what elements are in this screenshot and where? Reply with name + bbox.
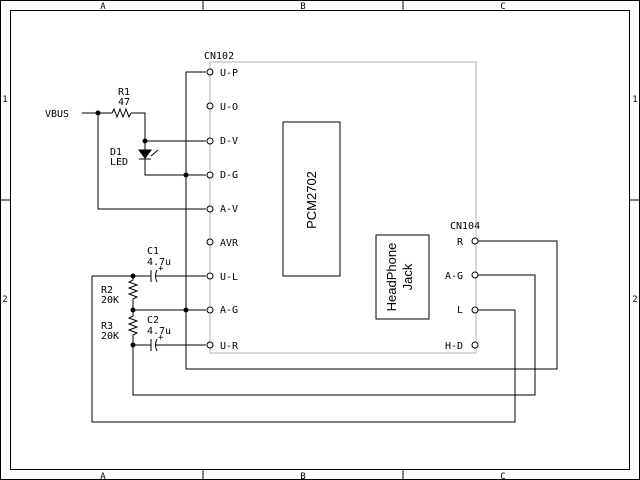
d1-led-symbol	[138, 149, 152, 159]
cn102-pin-u-l: U-L	[220, 272, 238, 283]
frame-row-2-left: 2	[2, 295, 7, 305]
junction-dot	[183, 172, 189, 178]
frame-col-b-bottom: B	[300, 472, 305, 480]
cn104-label: CN104	[450, 221, 480, 232]
headphone-jack-label-line1: HeadPhone	[384, 243, 399, 312]
inner-frame	[10, 10, 630, 470]
cn102-label: CN102	[204, 51, 234, 62]
headphone-jack-label-line2: Jack	[400, 263, 415, 290]
cn104-pin-circle	[471, 271, 479, 279]
cn104-pin-h-d: H-D	[445, 341, 463, 352]
cn102-pin-a-g: A-G	[220, 305, 238, 316]
r1-wire	[131, 112, 146, 141]
r1-ref: R1	[118, 87, 130, 98]
c2-ref: C2	[147, 315, 159, 326]
pcm2702-label: PCM2702	[304, 171, 319, 229]
d1-light-arrow	[150, 149, 159, 157]
cn102-pin-circle	[206, 102, 214, 110]
c1-ref: C1	[147, 246, 159, 257]
vbus-label: VBUS	[45, 109, 69, 120]
vbus-to-a-v-wire	[97, 113, 206, 210]
frame-col-c-top: C	[500, 2, 505, 12]
d1-cathode-wire	[144, 159, 206, 176]
frame-row-1-right: 1	[632, 95, 637, 105]
frame-row-1-left: 1	[2, 95, 7, 105]
d1-ref: D1	[110, 147, 122, 158]
junction-dot	[95, 110, 101, 116]
r1-resistor	[111, 107, 132, 119]
frame-col-a-top: A	[100, 2, 106, 12]
c1-polarity: +	[158, 264, 164, 274]
cn102-pin-u-p: U-P	[220, 68, 238, 79]
c1-plate-right	[155, 269, 158, 283]
cn104-pin-r: R	[457, 237, 464, 248]
cn102-pin-circle	[206, 306, 214, 314]
cn102-pin-circle	[206, 137, 214, 145]
c2-plate-right	[155, 338, 158, 352]
frame-col-b-top: B	[300, 2, 305, 12]
frame-row-2-right: 2	[632, 295, 637, 305]
r1-value: 47	[118, 97, 130, 108]
d1-value: LED	[110, 157, 128, 168]
r2-value: 20K	[101, 295, 119, 306]
c2-value: 4.7u	[147, 326, 171, 337]
frame-col-a-bottom: A	[100, 472, 106, 480]
cn102-pin-a-v: A-V	[220, 204, 238, 215]
cn102-pin-avr: AVR	[220, 238, 239, 249]
frame-col-c-bottom: C	[500, 472, 505, 480]
board-outline	[209, 61, 477, 354]
c1-value: 4.7u	[147, 257, 171, 268]
headphone-jack	[375, 234, 430, 320]
cn102-pin-u-r: U-R	[220, 341, 239, 352]
ground-bus-wire	[185, 71, 558, 370]
r3-ref: R3	[101, 321, 113, 332]
cn102-pin-circle	[206, 238, 214, 246]
cn102-pin-d-g: D-G	[220, 170, 238, 181]
cn102-pin-d-v: D-V	[220, 136, 238, 147]
c2-polarity: +	[158, 333, 164, 343]
pcm2702-chip	[282, 121, 341, 277]
cn104-pin-a-g: A-G	[445, 271, 463, 282]
cn102-pin-circle	[206, 68, 214, 76]
r2-resistor	[127, 276, 139, 310]
right-channel-wire	[132, 274, 536, 396]
cn102-pin-circle	[206, 171, 214, 179]
cn102-pin-u-o: U-O	[220, 102, 238, 113]
left-channel-wire	[91, 276, 516, 423]
cn102-pin-circle	[206, 272, 214, 280]
r3-value: 20K	[101, 331, 119, 342]
r2-ref: R2	[101, 285, 113, 296]
cn104-pin-circle	[471, 306, 479, 314]
cn104-pin-circle	[471, 341, 479, 349]
r3-resistor	[127, 310, 139, 345]
cn104-pin-l: L	[457, 305, 463, 316]
cn102-pin-circle	[206, 341, 214, 349]
cn102-pin-circle	[206, 205, 214, 213]
cn104-pin-circle	[471, 237, 479, 245]
